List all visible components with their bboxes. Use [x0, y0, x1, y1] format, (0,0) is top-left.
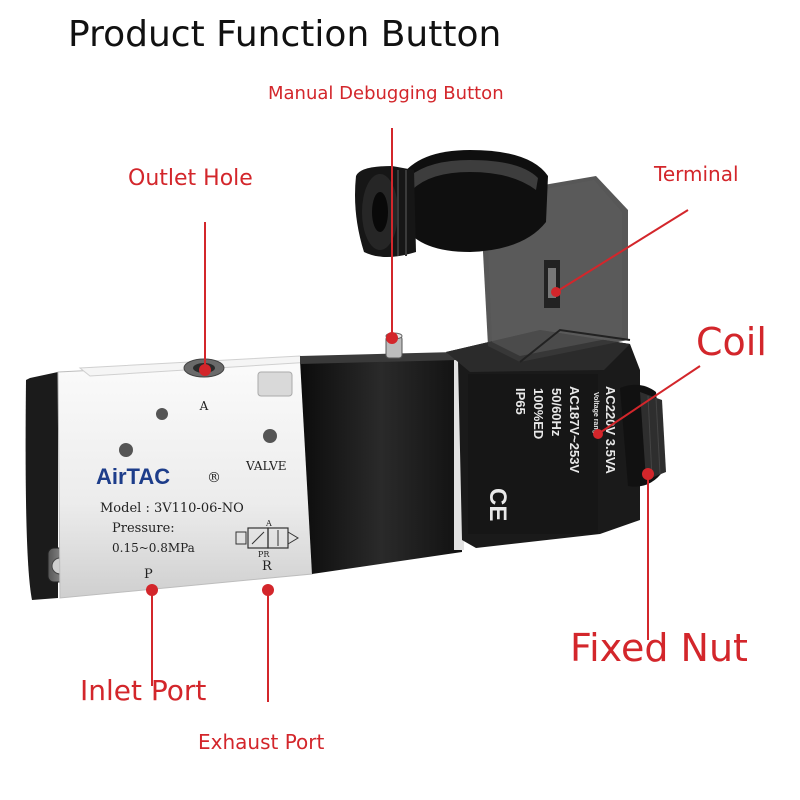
pointer-coil — [597, 365, 701, 435]
ce-mark: CE — [484, 488, 511, 521]
coil-duty: 100%ED — [531, 388, 546, 439]
label-fixed-nut: Fixed Nut — [570, 626, 748, 670]
mounting-hole — [119, 443, 133, 457]
page-title: Product Function Button — [68, 14, 502, 55]
label-coil: Coil — [696, 320, 767, 364]
coil-frequency: 50/60Hz — [549, 388, 564, 437]
symbol-pr: PR — [258, 550, 270, 559]
coil — [446, 330, 640, 548]
label-exhaust-port: Exhaust Port — [198, 730, 325, 754]
pointers — [146, 128, 701, 702]
label-outlet-hole: Outlet Hole — [128, 166, 253, 191]
coil-rating: AC220V 3.5VA — [603, 386, 618, 475]
coil-voltage: AC187V~253V — [567, 386, 582, 473]
valve-word: VALVE — [245, 459, 287, 473]
port-p-label: P — [144, 567, 153, 582]
pressure-range: 0.15~0.8MPa — [112, 541, 195, 555]
label-terminal: Terminal — [654, 162, 739, 186]
coil-text: AC220V 3.5VA Voltage range AC187V~253V 5… — [484, 386, 618, 521]
symbol-a: A — [265, 519, 272, 528]
pointer-terminal — [555, 209, 689, 293]
brand-logo: AirTAC — [96, 464, 170, 489]
mounting-hole — [156, 408, 168, 420]
cable-gland — [355, 150, 548, 257]
mounting-hole — [263, 429, 277, 443]
fixed-nut — [620, 384, 666, 487]
pneumatic-symbol — [235, 527, 299, 549]
valve-plate-text: A AirTAC ® VALVE Model : 3V110-06-NO Pre… — [96, 399, 287, 582]
model-text: Model : 3V110-06-NO — [100, 501, 244, 516]
port-a-label: A — [199, 399, 209, 413]
pressure-label: Pressure: — [112, 521, 175, 536]
registered-mark: ® — [207, 470, 221, 486]
voltage-range-text: Voltage range — [592, 392, 599, 438]
label-manual-debugging-button: Manual Debugging Button — [268, 83, 504, 104]
coil-ip: IP65 — [513, 388, 528, 415]
solenoid-housing — [300, 352, 464, 574]
port-r-label: R — [262, 559, 273, 574]
label-inlet-port: Inlet Port — [80, 674, 207, 707]
